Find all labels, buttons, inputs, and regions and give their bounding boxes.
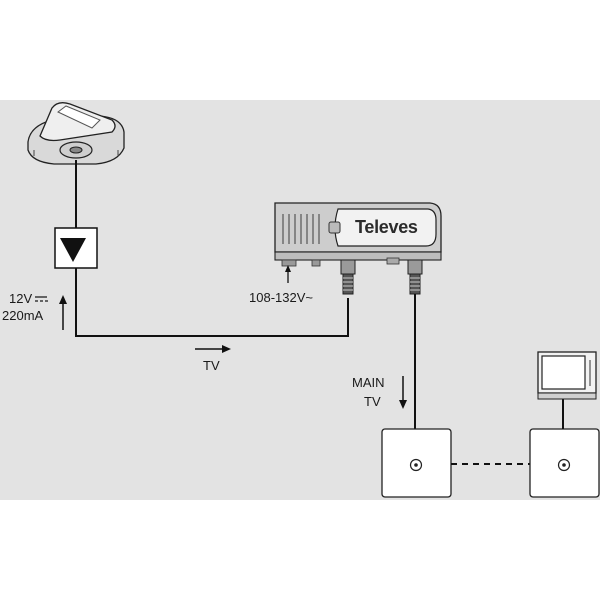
mains-voltage-label: 108-132V~ (249, 290, 313, 305)
power-current-label: 220mA (2, 308, 44, 323)
arrow-icon-main-tv (399, 376, 407, 409)
main-tv-label-line2: TV (364, 394, 381, 409)
wall-outlet-icon-secondary (529, 428, 600, 498)
power-injector-icon (54, 227, 98, 269)
tv-icon (537, 351, 597, 400)
antenna-icon (27, 102, 125, 165)
power-voltage-label: 12V (9, 291, 33, 306)
wall-outlet-icon-main (381, 428, 452, 498)
arrow-icon-power (59, 295, 67, 330)
arrow-icon-mains (285, 265, 291, 283)
tv-flow-label: TV (203, 358, 220, 373)
amplifier-brand-label: Televes (355, 217, 418, 237)
arrow-icon-tv-flow (195, 345, 231, 353)
cable-injector-amplifier (75, 268, 349, 337)
diagram-background (0, 100, 600, 500)
main-tv-label-line1: MAIN (352, 375, 385, 390)
dc-symbol-icon (35, 296, 48, 302)
amplifier-icon (274, 202, 442, 295)
